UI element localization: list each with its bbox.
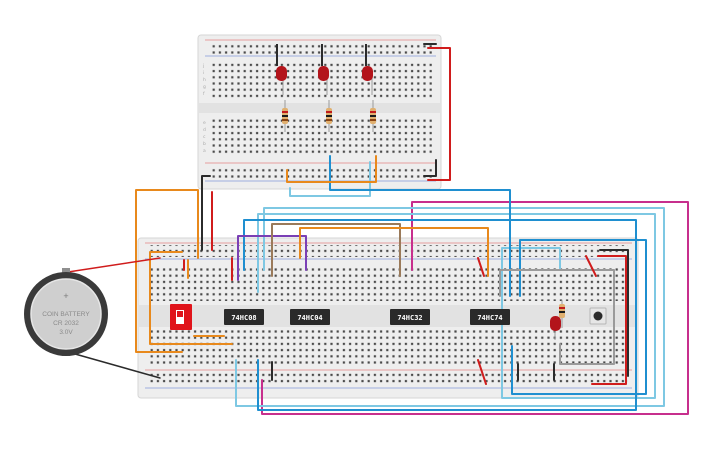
chip-74hc04[interactable]: 74HC04	[290, 309, 330, 325]
battery-label-line2: CR 2032	[53, 320, 79, 327]
blue-wire-2[interactable]	[243, 219, 637, 411]
top-breadboard: j i h g f e d c b a	[197, 34, 442, 190]
coin-battery[interactable]: + COIN BATTERY CR 2032 3.0V	[24, 268, 108, 356]
row-label-a: a	[203, 149, 206, 154]
main-bottom-rail	[150, 373, 628, 385]
push-button[interactable]	[589, 307, 607, 325]
main-terminal-strip-lower	[150, 330, 628, 364]
black-wire-battery[interactable]	[67, 351, 161, 379]
chip-label-74hc08: 74HC08	[231, 314, 256, 322]
row-label-e: e	[203, 121, 206, 126]
chip-74hc32[interactable]: 74HC32	[390, 309, 430, 325]
resistor-2[interactable]	[326, 100, 332, 132]
top-bottom-rail	[210, 166, 432, 178]
top-resistors	[282, 100, 376, 132]
light-blue-wire-3[interactable]	[257, 213, 656, 399]
red-wire-4[interactable]	[585, 255, 597, 277]
resistor-3[interactable]	[370, 100, 376, 132]
main-resistor[interactable]	[559, 300, 565, 328]
wires	[67, 43, 689, 415]
dip-switch[interactable]	[170, 304, 192, 330]
blue-wire-3[interactable]	[511, 239, 647, 395]
chip-label-74hc74: 74HC74	[477, 314, 502, 322]
led-3[interactable]	[362, 66, 373, 95]
red-wire-3[interactable]	[477, 257, 485, 277]
row-label-j: j	[202, 63, 204, 69]
main-led[interactable]	[550, 316, 561, 340]
orange-wire-1[interactable]	[135, 189, 199, 353]
chip-74hc74[interactable]: 74HC74	[470, 309, 510, 325]
battery-label-line3: 3.0V	[59, 329, 73, 336]
gray-wire[interactable]	[499, 269, 615, 365]
black-wire-right[interactable]	[599, 249, 629, 377]
blue-wire-1[interactable]	[329, 155, 511, 297]
red-wire-battery[interactable]	[67, 257, 161, 273]
row-label-b: b	[203, 141, 206, 147]
led-2[interactable]	[318, 66, 329, 95]
orange-wire-2[interactable]	[286, 155, 377, 183]
brown-wire[interactable]	[271, 223, 401, 277]
red-wire-top-power[interactable]	[427, 47, 451, 181]
row-label-f: f	[203, 91, 205, 97]
row-label-g: g	[203, 85, 206, 90]
row-label-i: i	[203, 70, 204, 76]
top-leds	[276, 44, 373, 95]
black-wire-top-gnd[interactable]	[201, 175, 211, 251]
row-label-h: h	[203, 77, 206, 83]
resistor-1[interactable]	[282, 100, 288, 132]
light-blue-wire-2[interactable]	[235, 207, 665, 407]
row-label-d: d	[203, 127, 206, 133]
chip-label-74hc04: 74HC04	[297, 314, 322, 322]
orange-wire-4[interactable]	[149, 251, 233, 345]
red-wire-6[interactable]	[591, 255, 627, 385]
orange-wire-3[interactable]	[299, 227, 489, 277]
battery-label-line1: COIN BATTERY	[42, 311, 90, 318]
red-wire-5[interactable]	[477, 359, 487, 385]
chip-74hc08[interactable]: 74HC08	[224, 309, 264, 325]
black-wire-top-right[interactable]	[423, 159, 437, 177]
row-label-c: c	[203, 135, 206, 140]
chip-label-74hc32: 74HC32	[397, 314, 422, 322]
led-1[interactable]	[276, 66, 287, 95]
battery-plus-sign: +	[63, 291, 68, 301]
light-blue-wire-1[interactable]	[289, 161, 371, 197]
top-terminal-strip-lower	[210, 118, 432, 156]
main-top-rail	[150, 245, 628, 257]
